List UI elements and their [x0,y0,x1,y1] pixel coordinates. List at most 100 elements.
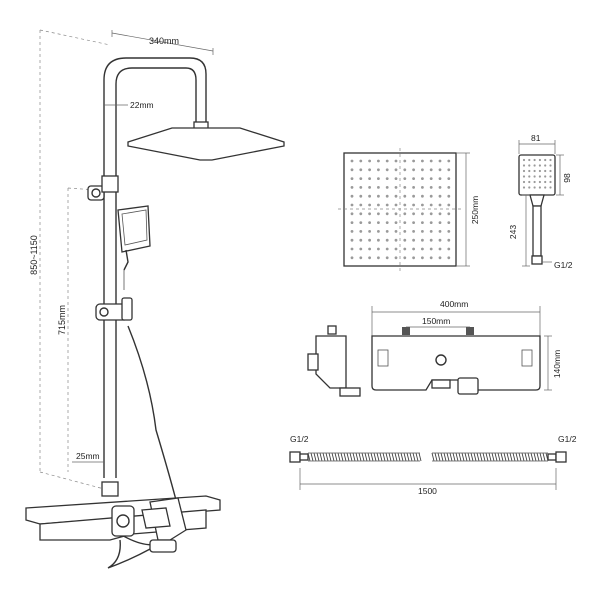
rain-nozzle [438,230,442,233]
rain-nozzle [403,221,407,225]
shower-pipe [103,57,207,478]
rain-nozzle [394,256,398,260]
rain-nozzle [359,230,363,233]
rain-nozzle [447,159,451,163]
rain-head-top-view: 250mm [338,148,480,272]
hand-nozzle [522,164,526,167]
hand-nozzle [544,164,547,167]
rain-nozzle [447,186,451,189]
rain-nozzle [377,238,380,242]
hand-shower-width-label: 81 [531,133,541,143]
hose-coil-segment [533,452,537,462]
hose-coil-segment [494,452,498,462]
hose-coil-segment [394,452,398,462]
hose-coil-segment [503,452,507,462]
rain-nozzle [421,186,424,189]
rain-nozzle [377,221,380,225]
hand-nozzle [549,169,552,173]
hose-coil-segment [322,452,326,462]
rain-nozzle [359,256,363,260]
rain-nozzle [359,159,363,163]
rain-nozzle [350,186,354,189]
rain-nozzle [438,186,442,189]
rain-nozzle [350,256,354,260]
hand-nozzle [533,175,536,178]
rain-nozzle [403,247,407,251]
rain-nozzle [359,238,363,242]
rain-nozzle [350,230,354,233]
hand-nozzle [544,158,547,162]
rain-nozzle [421,247,424,251]
rain-nozzle [350,203,354,207]
hand-nozzle [533,158,536,162]
rain-nozzle [429,159,433,163]
rain-nozzle [403,230,407,233]
rain-nozzle [421,159,424,163]
rain-nozzle [447,168,451,172]
hose-coil-segment [485,452,489,462]
hand-nozzle [549,186,552,189]
rain-nozzle [421,221,424,225]
hand-nozzle [528,169,531,173]
hose-coil-segment [313,452,317,462]
hand-nozzle [549,158,552,162]
hose-coil-segment [470,452,474,462]
hose-coil-segment [400,452,404,462]
mixer-width-label: 400mm [440,299,468,309]
hose-coil-segment [461,452,465,462]
hose-left-thread-label: G1/2 [290,434,309,444]
rain-nozzle [359,203,363,207]
rain-nozzle [385,186,389,189]
rain-nozzle [377,256,380,260]
arm-width-label: 340mm [149,36,179,46]
hand-nozzle [528,164,531,167]
rain-nozzle [377,203,380,207]
hose-length-label: 1500 [418,486,437,496]
rain-nozzle [394,212,398,216]
rain-nozzle [377,212,380,216]
hand-shower-on-column [117,205,151,290]
rain-nozzle [403,177,407,181]
hand-nozzle [549,175,552,178]
rain-nozzle [385,159,389,163]
shower-pipe-inner-edge [115,67,197,478]
hand-nozzle [538,180,542,184]
hose-coil-segment [319,452,323,462]
rain-nozzle [359,212,363,216]
hand-nozzle [544,169,547,173]
rain-nozzle [377,186,380,189]
hose-coil-segment [434,452,438,462]
hose-coil-segment [449,452,453,462]
hose-coil-segment [527,452,531,462]
hand-nozzle [522,180,526,184]
rain-nozzle [447,177,451,181]
hose-coil-segment [376,452,380,462]
bottom-gap-label: 25mm [76,451,100,461]
hose-coil-segment [412,452,416,462]
hose-coil-segment [370,452,374,462]
rain-nozzle [403,159,407,163]
rain-nozzle [394,159,398,163]
rain-nozzle [447,194,451,198]
mixer-shelf-side-view [25,481,221,569]
hand-nozzle [533,169,536,173]
rain-nozzle [412,186,415,189]
slide-holder [95,297,133,321]
hose-coil-segment [515,452,519,462]
rain-nozzle [403,168,407,172]
hand-nozzle [544,180,547,184]
rain-nozzle [429,230,433,233]
hose-coil-segment [497,452,501,462]
hose-coil-segment [364,452,368,462]
rain-nozzle [403,212,407,216]
hose-coil-segment [367,452,371,462]
pipe-diameter-label: 22mm [130,100,154,110]
hose-coil-segment [346,452,350,462]
rain-nozzle [394,230,398,233]
rain-nozzle [385,221,389,225]
rain-nozzle [368,212,371,216]
hose-coil-segment [337,452,341,462]
rain-nozzle [412,203,415,207]
rain-nozzle [350,177,354,181]
